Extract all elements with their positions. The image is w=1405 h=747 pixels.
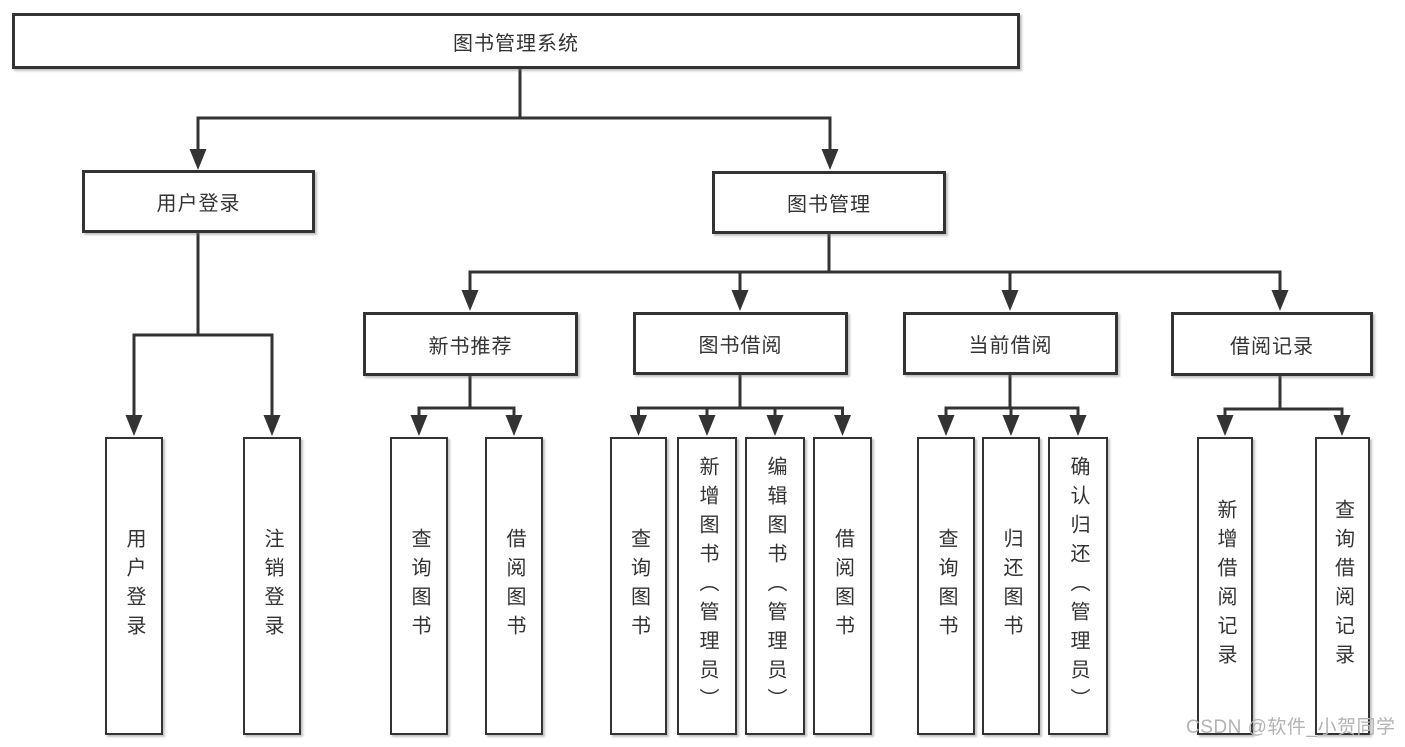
node-user-login-label: 用户登录	[156, 193, 241, 215]
leaf-borrow-books-recommend: 借阅图书	[485, 437, 543, 735]
leaf-query-books-recommend: 查询图书	[390, 437, 448, 735]
leaf-borrow-books: 借阅图书	[813, 437, 872, 735]
node-book-borrow-label: 图书借阅	[698, 335, 783, 357]
node-book-borrow: 图书借阅	[633, 312, 848, 375]
leaf-user-login: 用户登录	[105, 437, 163, 735]
node-current-borrow: 当前借阅	[903, 312, 1118, 375]
leaf-confirm-return-admin: 确认归还（管理员）	[1048, 437, 1108, 735]
node-book-management: 图书管理	[712, 171, 946, 234]
node-new-book-recommend-label: 新书推荐	[428, 335, 513, 358]
connector-userlogin-to-leaves	[125, 233, 281, 436]
connector-records-to-leaves	[1216, 376, 1351, 436]
leaf-add-borrow-record-label: 新增借阅记录	[1214, 499, 1236, 673]
leaf-logout: 注销登录	[243, 437, 301, 735]
leaf-edit-books-admin: 编辑图书（管理员）	[745, 437, 805, 735]
leaf-query-books-recommend-label: 查询图书	[408, 528, 430, 644]
node-borrow-records: 借阅记录	[1171, 312, 1373, 376]
node-borrow-records-label: 借阅记录	[1230, 335, 1314, 358]
leaf-return-books-label: 归还图书	[1000, 528, 1022, 644]
leaf-query-books-current: 查询图书	[917, 437, 975, 735]
leaf-borrow-books-label: 借阅图书	[831, 528, 854, 644]
connector-bookmgmt-to-level3	[461, 234, 1289, 311]
watermark-text: CSDN @软件_小贺同学	[1186, 717, 1396, 738]
connector-newbookrec-to-leaves	[410, 376, 523, 436]
leaf-logout-label: 注销登录	[261, 528, 283, 644]
leaf-query-books-current-label: 查询图书	[935, 528, 957, 644]
leaf-add-books-admin: 新增图书（管理员）	[677, 437, 737, 735]
leaf-query-borrow-record-label: 查询借阅记录	[1331, 499, 1354, 673]
node-current-borrow-label: 当前借阅	[968, 335, 1053, 357]
leaf-confirm-return-admin-label: 确认归还（管理员）	[1067, 455, 1089, 717]
leaf-return-books: 归还图书	[982, 437, 1040, 735]
leaf-borrow-books-recommend-label: 借阅图书	[503, 528, 525, 644]
connector-bookborrow-to-leaves	[630, 375, 851, 436]
node-root-label: 图书管理系统	[453, 32, 579, 55]
leaf-edit-books-admin-label: 编辑图书（管理员）	[764, 455, 786, 717]
leaf-add-books-admin-label: 新增图书（管理员）	[696, 455, 718, 717]
leaf-query-books-borrow-label: 查询图书	[627, 528, 650, 644]
leaf-query-borrow-record: 查询借阅记录	[1315, 437, 1370, 735]
node-user-login: 用户登录	[82, 170, 315, 233]
node-root-system: 图书管理系统	[12, 13, 1020, 69]
node-book-management-label: 图书管理	[787, 194, 871, 216]
leaf-add-borrow-record: 新增借阅记录	[1197, 437, 1253, 735]
leaf-query-books-borrow: 查询图书	[610, 437, 667, 735]
leaf-user-login-label: 用户登录	[123, 528, 145, 644]
node-new-book-recommend: 新书推荐	[363, 312, 578, 376]
connector-root-to-level2	[189, 67, 839, 170]
connector-currentborrow-to-leaves	[937, 375, 1087, 436]
